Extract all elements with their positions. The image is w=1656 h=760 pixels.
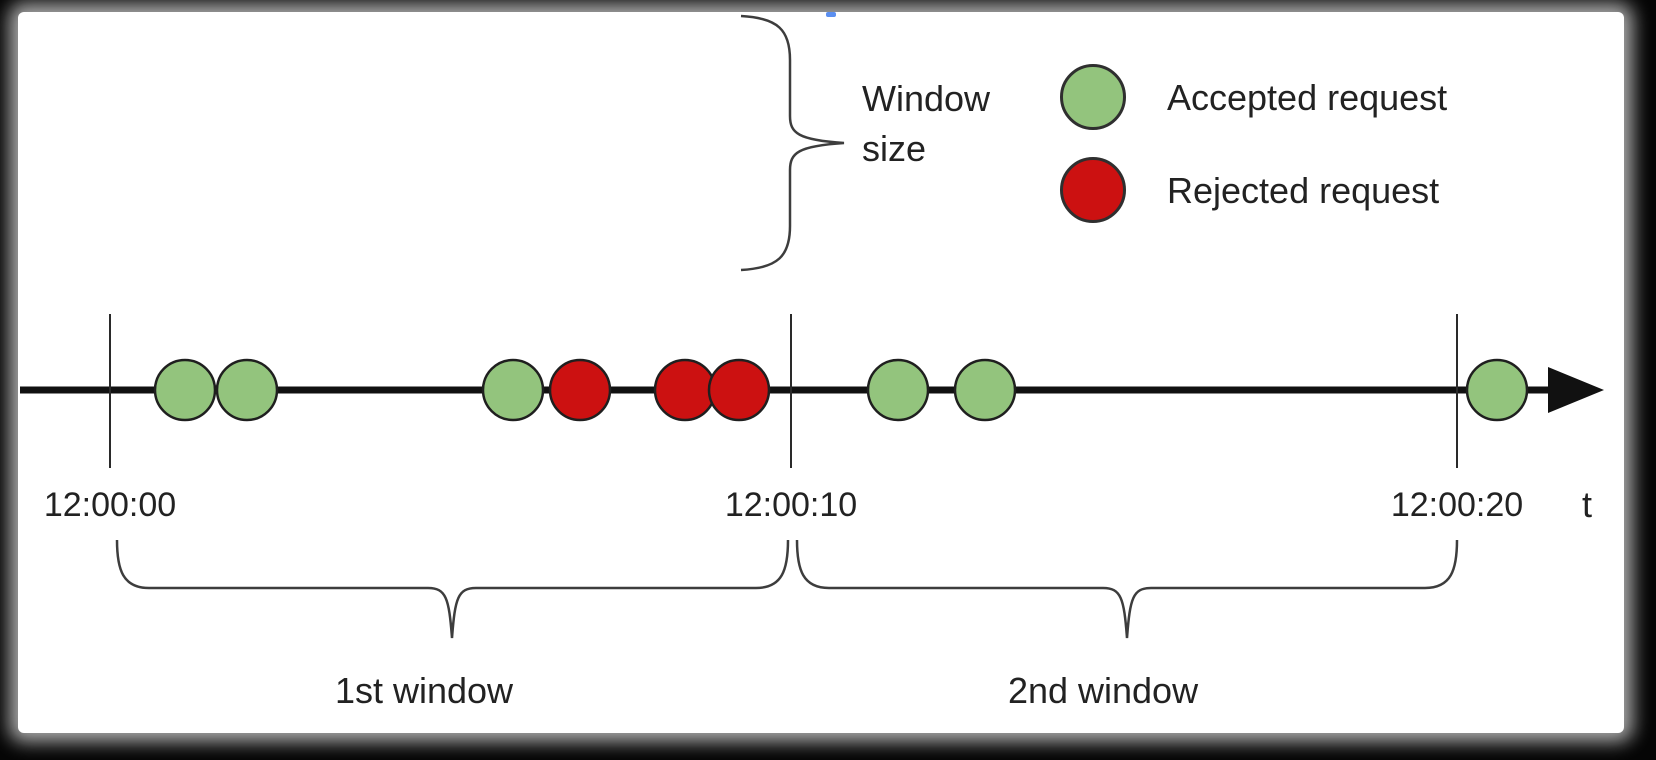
timeline-arrowhead-icon bbox=[1548, 367, 1604, 413]
request-dot-accepted bbox=[866, 358, 930, 422]
request-dot-rejected bbox=[548, 358, 612, 422]
request-dot-accepted bbox=[953, 358, 1017, 422]
diagram-canvas bbox=[18, 12, 1624, 733]
request-dot-accepted bbox=[481, 358, 545, 422]
request-dot-rejected bbox=[707, 358, 771, 422]
window-size-brace-icon bbox=[740, 14, 845, 272]
time-axis-label: t bbox=[1582, 484, 1593, 525]
legend-label-accepted: Accepted request bbox=[1167, 77, 1448, 118]
timeline-tick-label: 12:00:20 bbox=[1390, 486, 1524, 524]
window-size-label: Window size bbox=[862, 78, 991, 169]
request-dot-accepted bbox=[1465, 358, 1529, 422]
window-label: 2nd window bbox=[1007, 670, 1199, 711]
window-label: 1st window bbox=[334, 670, 514, 711]
request-dot-accepted bbox=[153, 358, 217, 422]
window-brace-icon bbox=[795, 539, 1459, 639]
accepted-request-legend-dot bbox=[1060, 64, 1126, 130]
timeline-tick-label: 12:00:00 bbox=[43, 486, 177, 524]
request-dot-accepted bbox=[215, 358, 279, 422]
rejected-request-legend-dot bbox=[1060, 157, 1126, 223]
request-dot-rejected bbox=[653, 358, 717, 422]
legend-label-rejected: Rejected request bbox=[1167, 170, 1440, 211]
blue-dash-artifact bbox=[826, 12, 836, 17]
timeline-tick-label: 12:00:10 bbox=[724, 486, 858, 524]
window-brace-icon bbox=[115, 539, 790, 639]
